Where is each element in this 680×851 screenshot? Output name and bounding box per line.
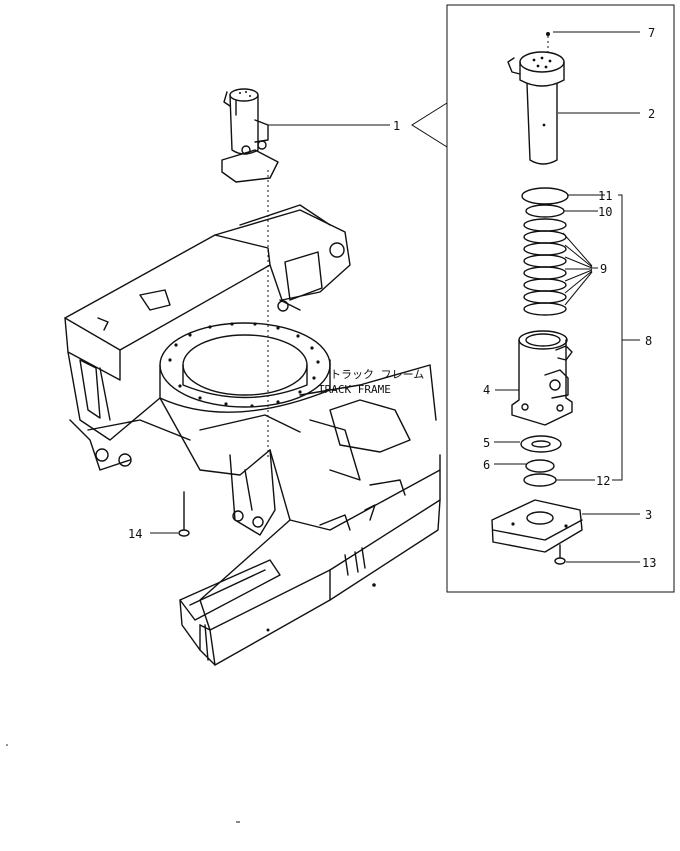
exploded-view-pointer: [411, 102, 448, 148]
track-frame-drawing: [64, 204, 441, 666]
callout-14: 14: [128, 527, 142, 541]
part-bolt-13: [554, 544, 566, 565]
frame-label-jp: トラック フレーム: [330, 368, 424, 381]
part-bolt-14: [178, 491, 190, 537]
callout-7: 7: [648, 26, 655, 40]
ring-bolt-pattern: [168, 322, 320, 408]
callout-3: 3: [645, 508, 652, 522]
part-base-plate-3: [491, 499, 583, 553]
callout-10: 10: [598, 205, 612, 219]
callout-5: 5: [483, 436, 490, 450]
callout-12: 12: [596, 474, 610, 488]
part-seal-6: [525, 459, 555, 473]
part-ring-10: [525, 204, 565, 218]
callout-13: 13: [642, 556, 656, 570]
part-ring-12: [523, 473, 557, 487]
part-washer-5: [520, 435, 562, 453]
part-housing-4: [511, 330, 573, 426]
frame-label-en: TRACK FRAME: [318, 383, 391, 396]
part-ring-11: [521, 187, 569, 205]
center-joint-assembly-small: [221, 88, 279, 183]
callout-6: 6: [483, 458, 490, 472]
callout-8: 8: [645, 334, 652, 348]
part-pin: [507, 32, 565, 165]
part-spring-stack-9: [523, 218, 567, 316]
callout-4: 4: [483, 383, 490, 397]
callout-11: 11: [598, 189, 612, 203]
leader-lines: [150, 31, 640, 563]
callout-2: 2: [648, 107, 655, 121]
callout-1: 1: [393, 119, 400, 133]
callout-9: 9: [600, 262, 607, 276]
exploded-view-frame: [446, 4, 675, 593]
